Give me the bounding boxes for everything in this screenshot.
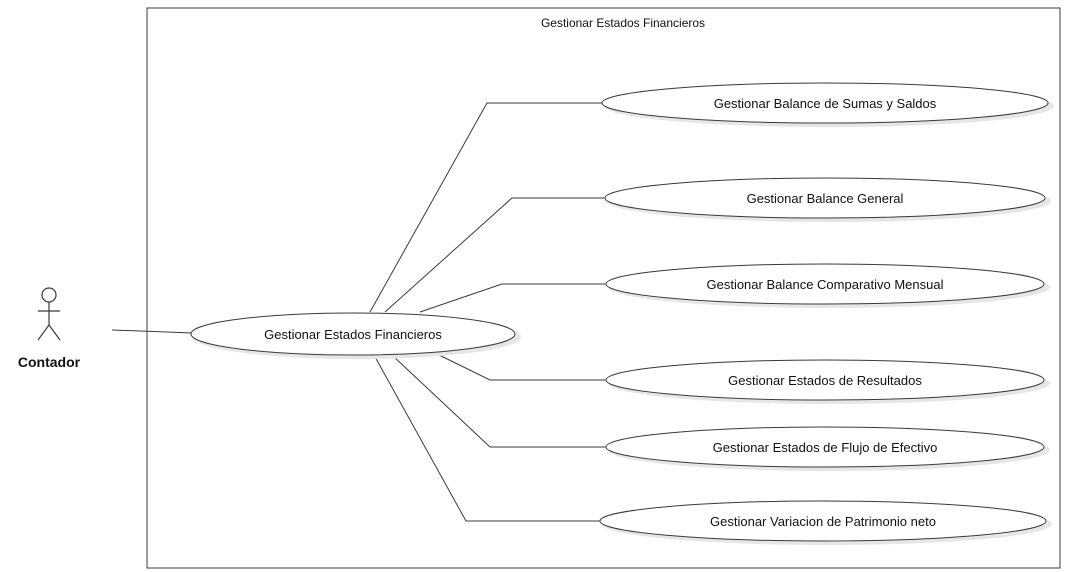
connector-line xyxy=(384,197,605,313)
connector-line xyxy=(369,102,602,313)
actor-contador[interactable]: Contador xyxy=(18,287,81,370)
use-case-estados-flujo-efectivo[interactable]: Gestionar Estados de Flujo de Efectivo xyxy=(605,426,1050,471)
use-case-ellipse xyxy=(605,359,1045,401)
use-case-label: Gestionar Balance Comparativo Mensual xyxy=(706,277,943,292)
use-case-label: Gestionar Balance de Sumas y Saldos xyxy=(714,96,937,111)
use-case-ellipse xyxy=(605,426,1045,468)
use-case-label: Gestionar Estados de Resultados xyxy=(728,373,922,388)
use-case-balance-general[interactable]: Gestionar Balance General xyxy=(604,177,1051,222)
stick-figure-icon xyxy=(37,287,61,341)
actor-association-line xyxy=(111,329,194,334)
use-case-main[interactable]: Gestionar Estados Financieros xyxy=(190,312,521,359)
use-case-label: Gestionar Balance General xyxy=(747,191,904,206)
use-case-ellipse xyxy=(599,500,1047,542)
system-boundary xyxy=(146,7,1061,569)
use-case-label: Gestionar Variacion de Patrimonio neto xyxy=(710,514,936,529)
connector-line xyxy=(391,354,606,448)
use-case-ellipse xyxy=(605,263,1045,305)
connector-line xyxy=(434,352,606,381)
use-case-label: Gestionar Estados Financieros xyxy=(264,327,442,342)
use-case-ellipse xyxy=(190,312,516,356)
connector-line xyxy=(373,354,602,522)
boundary-title: Gestionar Estados Financieros xyxy=(541,16,705,30)
use-case-ellipse xyxy=(604,177,1046,219)
use-case-estados-resultados[interactable]: Gestionar Estados de Resultados xyxy=(605,359,1050,404)
connector-lines xyxy=(369,102,606,522)
use-case-label: Gestionar Estados de Flujo de Efectivo xyxy=(713,440,938,455)
use-case-balance-sumas-saldos[interactable]: Gestionar Balance de Sumas y Saldos xyxy=(601,82,1054,127)
use-case-balance-comparativo-mensual[interactable]: Gestionar Balance Comparativo Mensual xyxy=(605,263,1050,308)
actor-label: Contador xyxy=(18,354,81,370)
connector-line xyxy=(419,283,606,313)
use-case-ellipse xyxy=(601,82,1049,124)
use-case-variacion-patrimonio-neto[interactable]: Gestionar Variacion de Patrimonio neto xyxy=(599,500,1052,545)
